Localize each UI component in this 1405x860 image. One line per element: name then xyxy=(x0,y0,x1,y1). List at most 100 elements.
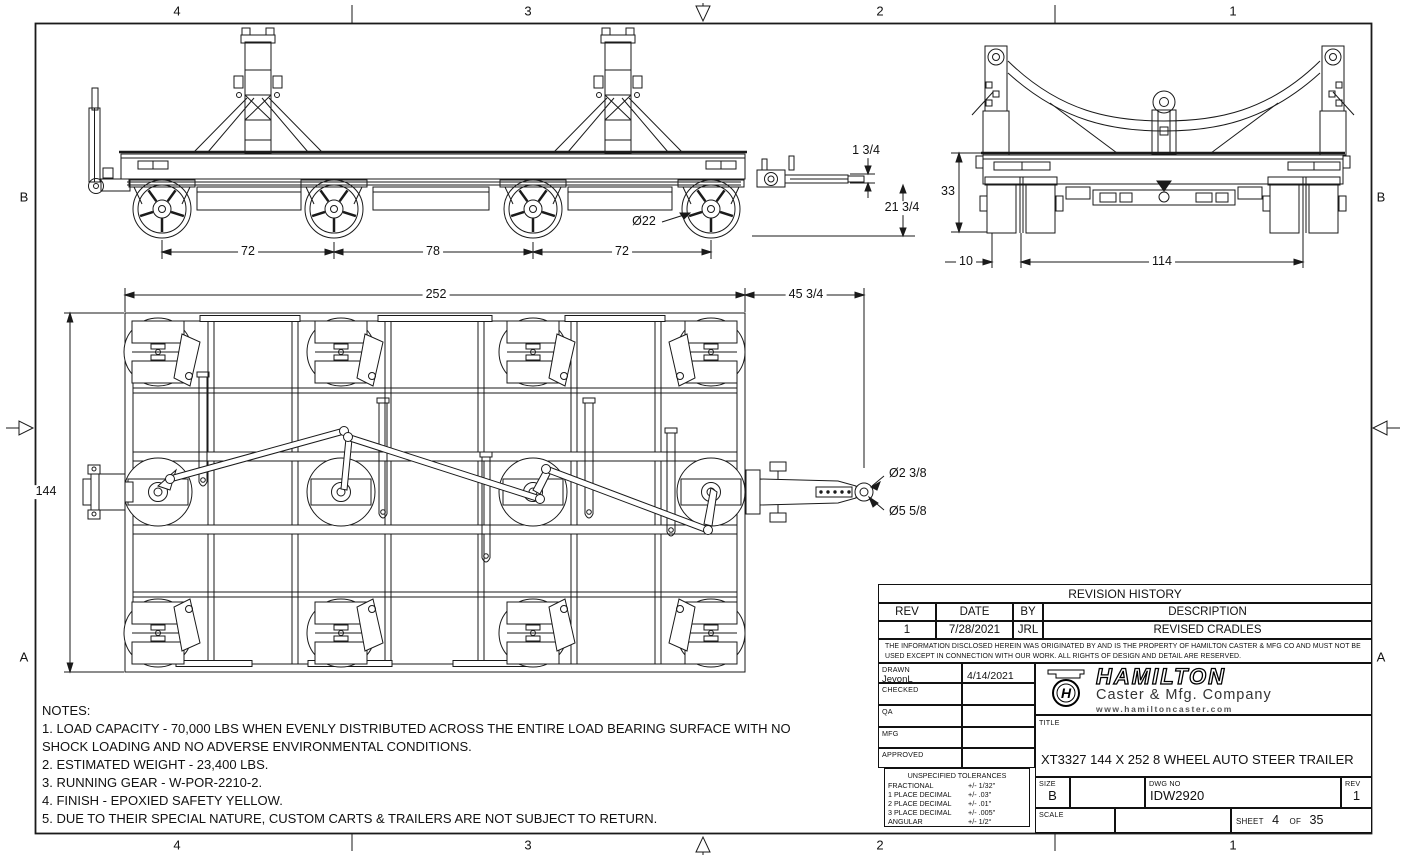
title-label: TITLE xyxy=(1039,718,1060,727)
dim-towring-dia: Ø5 5/8 xyxy=(886,504,930,519)
mfg-label: MFG xyxy=(882,729,899,738)
notes-heading: NOTES: xyxy=(42,703,91,718)
company-tagline: Caster & Mfg. Company xyxy=(1096,687,1272,703)
tol-value: +/- 1/2° xyxy=(968,817,992,826)
hamilton-caster-icon: H xyxy=(1047,669,1085,707)
plan-steer-casters xyxy=(123,426,746,535)
sheet-border xyxy=(6,3,1400,855)
note-item-4: 4. FINISH - EPOXIED SAFETY YELLOW. xyxy=(42,793,283,808)
zone-col-bottom-2: 2 xyxy=(876,837,884,853)
zone-row-right-b: B xyxy=(1376,189,1386,205)
plan-dimensions xyxy=(64,288,885,674)
zone-col-top-3: 3 xyxy=(524,3,532,19)
dim-towring-pin-dia: Ø2 3/8 xyxy=(886,466,930,481)
svg-text:H: H xyxy=(1061,685,1072,701)
steer-mechanism-front xyxy=(1065,180,1263,206)
size-label: SIZE xyxy=(1039,779,1056,788)
checked-label: CHECKED xyxy=(882,685,919,694)
tol-label: FRACTIONAL xyxy=(888,781,934,790)
qa-cell: QA xyxy=(878,705,962,727)
size-cell: SIZE B xyxy=(1035,777,1070,808)
zone-col-bottom-4: 4 xyxy=(173,837,181,853)
drawn-date-cell: 4/14/2021 xyxy=(962,663,1035,683)
approved-cell: APPROVED xyxy=(878,748,962,768)
towbar-side xyxy=(756,155,865,188)
rev-value: 1 xyxy=(1352,788,1361,803)
tolerance-row: ANGULAR +/- 1/2° xyxy=(888,817,1026,826)
dim-wheel-diameter: Ø22 xyxy=(629,214,659,229)
dim-front-track: 114 xyxy=(1149,254,1175,269)
tol-label: ANGULAR xyxy=(888,817,923,826)
plan-casters xyxy=(123,317,746,668)
tolerance-row: 2 PLACE DECIMAL +/- .01" xyxy=(888,799,1026,808)
dim-towbar-thickness: 1 3/4 xyxy=(849,143,883,158)
revision-history-title: REVISION HISTORY xyxy=(878,584,1372,603)
tol-value: +/- .03" xyxy=(968,790,992,799)
zone-col-top-2: 2 xyxy=(876,3,884,19)
mfg-cell: MFG xyxy=(878,727,962,748)
tol-value: +/- .01" xyxy=(968,799,992,808)
revhist-val-date: 7/28/2021 xyxy=(936,621,1013,639)
drawn-label: DRAWN xyxy=(882,665,910,674)
mfg-date-cell xyxy=(962,727,1035,748)
dim-front-height: 33 xyxy=(938,184,958,199)
qa-date-cell xyxy=(962,705,1035,727)
zone-col-top-4: 4 xyxy=(173,3,181,19)
qa-label: QA xyxy=(882,707,893,716)
dwg-no-value: IDW2920 xyxy=(1150,788,1205,803)
sheet-total: 35 xyxy=(1309,813,1324,827)
scale-cell: SCALE xyxy=(1035,808,1115,833)
dwg-no-label: DWG NO xyxy=(1149,779,1181,788)
sheet-cell: SHEET 4 OF 35 xyxy=(1231,808,1372,833)
dim-wheel-spacing-1: 72 xyxy=(238,244,258,259)
side-view xyxy=(88,27,915,259)
rear-hitch-plan xyxy=(82,464,134,520)
zone-col-bottom-3: 3 xyxy=(524,837,532,853)
size-spare-cell xyxy=(1070,777,1145,808)
zone-row-left-a: A xyxy=(19,649,29,665)
sheet-of-label: OF xyxy=(1289,817,1302,826)
dwg-no-cell: DWG NO IDW2920 xyxy=(1145,777,1341,808)
tolerance-row: FRACTIONAL +/- 1/32" xyxy=(888,781,1026,790)
tol-label: 1 PLACE DECIMAL xyxy=(888,790,952,799)
note-item-5: 5. DUE TO THEIR SPECIAL NATURE, CUSTOM C… xyxy=(42,811,658,826)
steer-stub-links xyxy=(196,371,678,563)
sheet-number: 4 xyxy=(1272,813,1280,827)
company-url: www.hamiltoncaster.com xyxy=(1096,703,1233,714)
legal-disclaimer: THE INFORMATION DISCLOSED HEREIN WAS ORI… xyxy=(878,639,1372,663)
drawing-title: XT3327 144 X 252 8 WHEEL AUTO STEER TRAI… xyxy=(1041,752,1354,767)
plan-view xyxy=(64,288,885,674)
tolerances-box: UNSPECIFIED TOLERANCES FRACTIONAL +/- 1/… xyxy=(884,768,1030,827)
tolerance-row: 1 PLACE DECIMAL +/- .03" xyxy=(888,790,1026,799)
title-cell: TITLE XT3327 144 X 252 8 WHEEL AUTO STEE… xyxy=(1035,715,1372,777)
company-name: HAMILTON xyxy=(1095,664,1227,689)
handle xyxy=(88,87,131,194)
zone-col-top-1: 1 xyxy=(1229,3,1237,19)
note-item-2: 2. ESTIMATED WEIGHT - 23,400 LBS. xyxy=(42,757,269,772)
revhist-col-rev: REV xyxy=(878,603,936,621)
approved-date-cell xyxy=(962,748,1035,768)
dim-plan-extension: 45 3/4 xyxy=(785,287,827,302)
zone-col-bottom-1: 1 xyxy=(1229,837,1237,853)
tol-label: 2 PLACE DECIMAL xyxy=(888,799,952,808)
rev-label: REV xyxy=(1345,779,1361,788)
tol-value: +/- .005" xyxy=(968,808,996,817)
drawn-cell: DRAWN JevonL xyxy=(878,663,962,685)
zone-row-right-a: A xyxy=(1376,649,1386,665)
note-item-3: 3. RUNNING GEAR - W-POR-2210-2. xyxy=(42,775,263,790)
drawn-name: JevonL xyxy=(882,674,913,685)
approved-label: APPROVED xyxy=(882,750,924,759)
zone-row-left-b: B xyxy=(19,189,29,205)
dim-towbar-height: 21 3/4 xyxy=(881,200,923,215)
tol-label: 3 PLACE DECIMAL xyxy=(888,808,952,817)
revhist-col-by: BY xyxy=(1013,603,1043,621)
revhist-val-rev: 1 xyxy=(878,621,936,639)
tolerances-heading: UNSPECIFIED TOLERANCES xyxy=(907,771,1007,780)
frame-members xyxy=(132,315,738,667)
dim-wheel-spacing-2: 78 xyxy=(423,244,443,259)
dim-plan-length: 252 xyxy=(422,287,450,302)
checked-date-cell xyxy=(962,683,1035,705)
